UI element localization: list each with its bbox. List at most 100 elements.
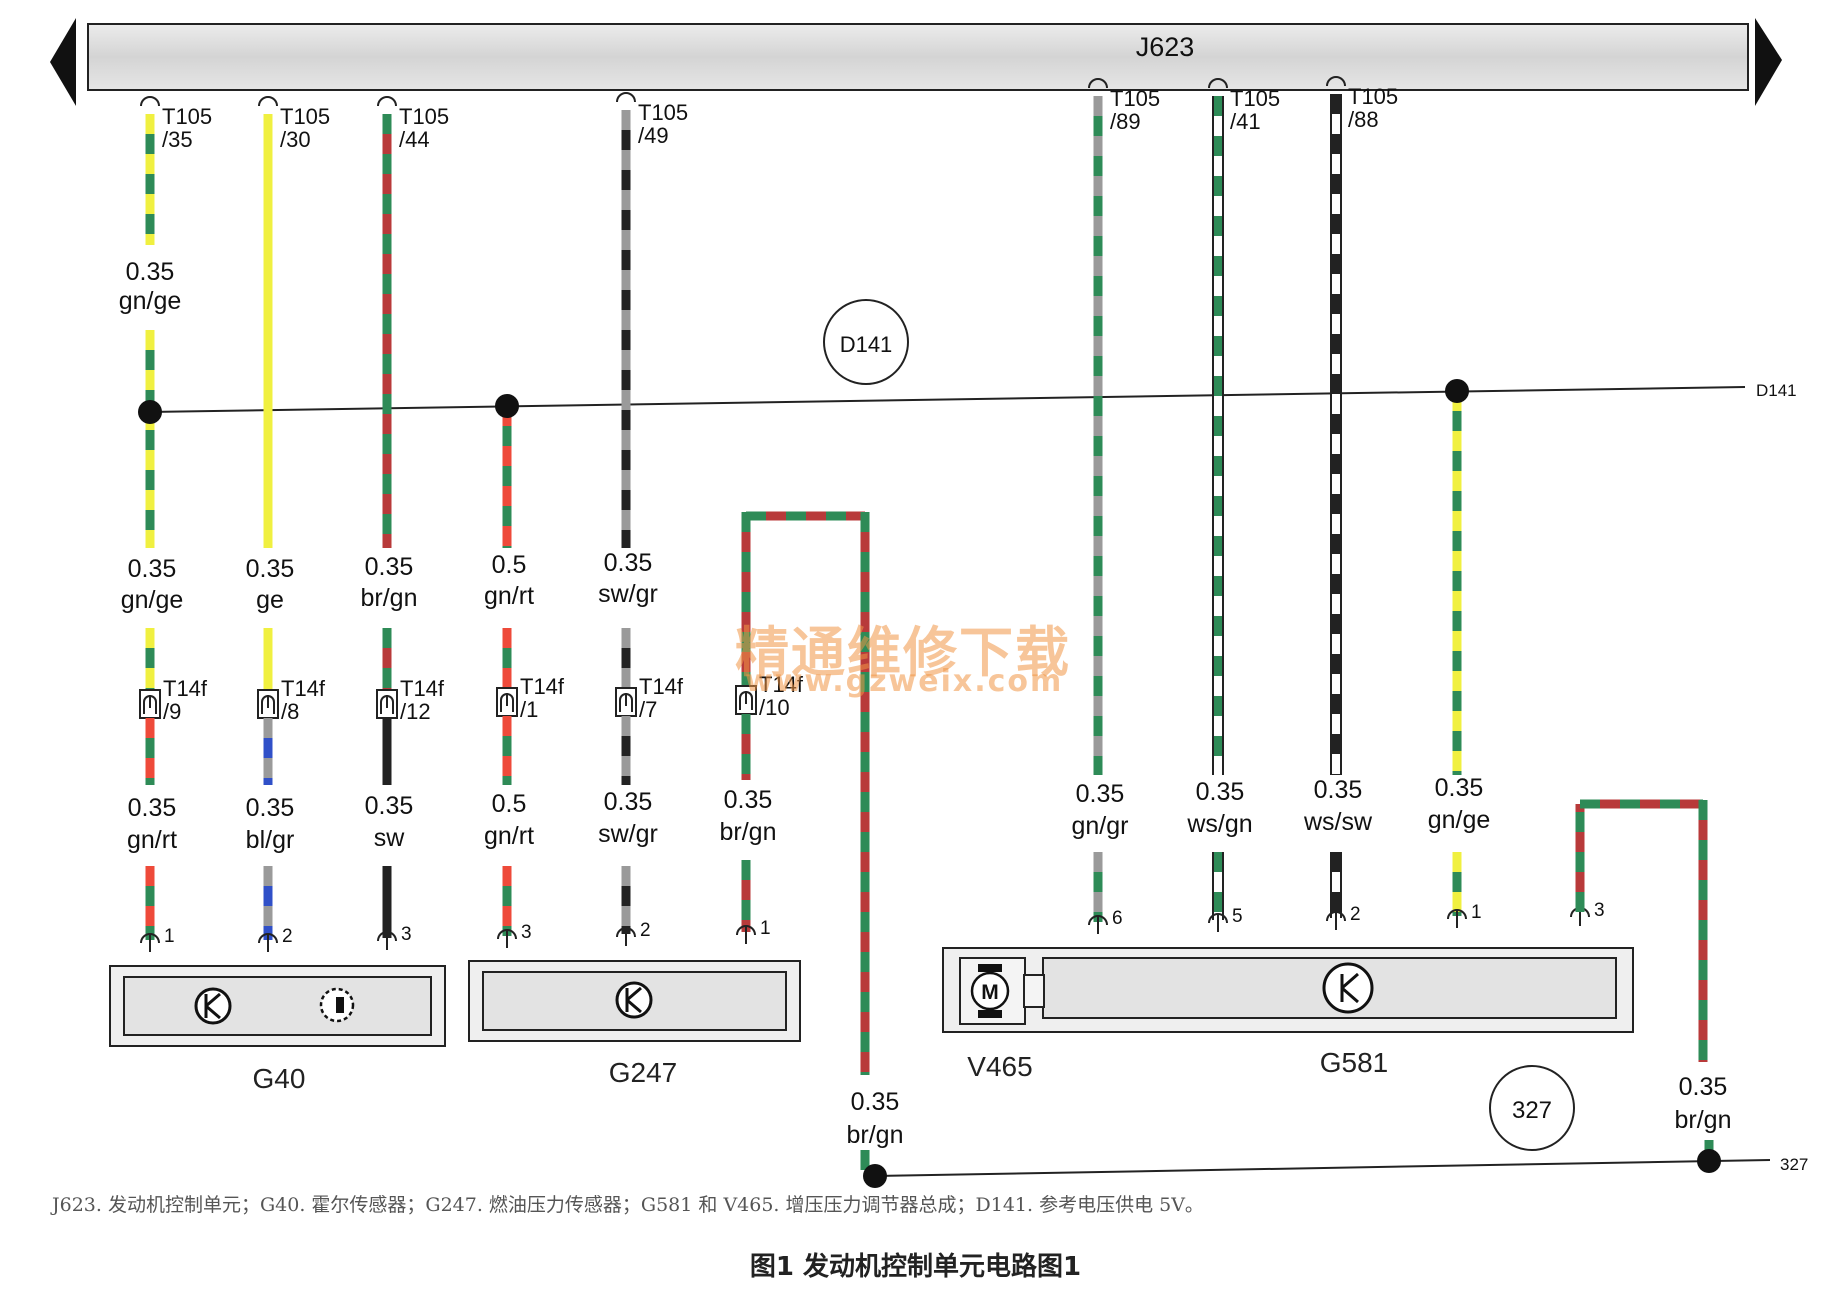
hall-element-icon xyxy=(319,987,355,1023)
connector-t14f-icon xyxy=(496,687,518,717)
wire-gauge-label: 0.35 xyxy=(724,786,773,814)
wire-color-label: bl/gr xyxy=(246,826,295,854)
wire-gauge-label: 0.35 xyxy=(365,792,414,820)
wire-gauge-label: 0.35 xyxy=(1076,780,1125,808)
component-pin-label: 1 xyxy=(760,918,771,939)
d141-bubble: D141 xyxy=(823,299,909,385)
component-label: G40 xyxy=(253,1063,306,1094)
junction-dot xyxy=(863,1164,887,1188)
component-pin-label: 2 xyxy=(640,920,651,941)
wire-gauge-label: 0.35 xyxy=(126,258,175,286)
motor-icon: M xyxy=(959,957,1045,1025)
wire-gauge-label: 0.35 xyxy=(604,788,653,816)
legend-text: J623. 发动机控制单元；G40. 霍尔传感器；G247. 燃油压力传感器；G… xyxy=(52,1194,1204,1216)
wire-gauge-label: 0.35 xyxy=(246,794,295,822)
junction-dot xyxy=(1445,379,1469,403)
component-pin-label: 5 xyxy=(1232,906,1243,927)
svg-text:D141: D141 xyxy=(840,332,893,357)
ecu-pin-label: T105/44 xyxy=(399,104,449,152)
wire-color-label: sw/gr xyxy=(598,820,658,848)
component-pin-label: 3 xyxy=(401,924,412,945)
ecu-pin-label: T105/41 xyxy=(1230,86,1280,134)
wire-color-label: gn/rt xyxy=(484,582,534,610)
wire-color-label: gn/ge xyxy=(119,287,182,315)
component-pin-label: 3 xyxy=(521,922,532,943)
component-g581-v465: M V465 G581 xyxy=(942,947,1634,1082)
component-g40: G40 xyxy=(109,965,446,1094)
connector-label: T14f/12 xyxy=(400,676,445,724)
pin-terminal xyxy=(258,96,278,107)
junction-dot xyxy=(495,394,519,418)
wire-color-label: ge xyxy=(256,586,284,614)
ecu-right-arrow xyxy=(1755,18,1782,106)
wire-layer: T105/350.35gn/ge0.35gn/geT14f/90.35gn/rt… xyxy=(119,76,1732,1170)
wire-color-label: gn/gr xyxy=(1072,812,1129,840)
wire-gauge-label: 0.35 xyxy=(365,553,414,581)
wire-color-label: ws/sw xyxy=(1303,808,1373,836)
component-label: G247 xyxy=(609,1057,678,1088)
component-label: G581 xyxy=(1320,1047,1389,1078)
wire-color-label: gn/rt xyxy=(484,822,534,850)
wire-color-label: gn/ge xyxy=(121,586,184,614)
boost-pressure-sensor-icon xyxy=(1322,962,1374,1014)
junction-dot xyxy=(1697,1149,1721,1173)
component-pin-label: 3 xyxy=(1594,900,1605,921)
wire-color-label: gn/rt xyxy=(127,826,177,854)
connector-label: T14f/8 xyxy=(281,676,326,724)
component-label: V465 xyxy=(967,1051,1032,1082)
component-pin-label: 1 xyxy=(164,926,175,947)
svg-text:327: 327 xyxy=(1512,1097,1552,1124)
d141-bus-line xyxy=(147,386,1746,413)
wire-color-label: br/gn xyxy=(361,584,418,612)
watermark-url: www.gzweix.com xyxy=(745,664,1064,699)
junction-dot xyxy=(138,400,162,424)
pin-terminal xyxy=(616,92,636,103)
ecu-left-arrow xyxy=(50,18,76,106)
ecu-pin-label: T105/35 xyxy=(162,104,212,152)
pin-terminal xyxy=(140,96,160,107)
ecu-j623: J623 xyxy=(50,18,1782,106)
wire-gauge-label: 0.5 xyxy=(492,790,527,818)
ground-327-bubble: 327 xyxy=(1489,1065,1575,1151)
ecu-pin-label: T105/88 xyxy=(1348,84,1398,132)
component-pin-label: 2 xyxy=(282,926,293,947)
wire-color-label: sw xyxy=(374,824,406,852)
watermark-text: 精通维修下载 xyxy=(735,621,1071,684)
ecu-pin-label: T105/49 xyxy=(638,100,688,148)
figure-caption: 图1 发动机控制单元电路图1 xyxy=(749,1252,1082,1282)
wire-gauge-label: 0.35 xyxy=(128,794,177,822)
ground-327-end-label: 327 xyxy=(1780,1155,1808,1174)
connector-label: T14f/9 xyxy=(163,676,208,724)
wire-gauge-label: 0.35 xyxy=(1196,778,1245,806)
wire-gauge-label: 0.35 xyxy=(128,555,177,583)
pin-terminal xyxy=(377,96,397,107)
wire-color-label: br/gn xyxy=(1675,1106,1732,1134)
d141-bus-end-label: D141 xyxy=(1756,381,1797,400)
connector-label: T14f/10 xyxy=(759,672,804,720)
pin-terminal xyxy=(1326,76,1346,87)
pressure-sensor-icon xyxy=(615,981,653,1019)
svg-text:M: M xyxy=(981,981,999,1004)
wire-gauge-label: 0.5 xyxy=(492,551,527,579)
wire-gauge-label: 0.35 xyxy=(1314,776,1363,804)
ground-327-bus-line xyxy=(874,1159,1771,1177)
wire-gauge-label: 0.35 xyxy=(246,555,295,583)
connector-label: T14f/7 xyxy=(639,674,684,722)
wire-gauge-label: 0.35 xyxy=(604,549,653,577)
connector-t14f-icon xyxy=(615,687,637,717)
wire-color-label: ws/gn xyxy=(1186,810,1252,838)
ecu-pin-label: T105/30 xyxy=(280,104,330,152)
wire-color-label: br/gn xyxy=(720,818,777,846)
ecu-pin-label: T105/89 xyxy=(1110,86,1160,134)
component-g247: G247 xyxy=(468,960,801,1088)
pin-terminal xyxy=(1208,78,1228,89)
wire-color-label: br/gn xyxy=(847,1121,904,1149)
connector-t14f-icon xyxy=(257,689,279,719)
wire-gauge-label: 0.35 xyxy=(1679,1073,1728,1101)
component-pin-label: 1 xyxy=(1471,902,1482,923)
connector-label: T14f/1 xyxy=(520,674,565,722)
connector-t14f-icon xyxy=(139,689,161,719)
connector-t14f-icon xyxy=(376,689,398,719)
pin-terminal xyxy=(1088,78,1108,89)
